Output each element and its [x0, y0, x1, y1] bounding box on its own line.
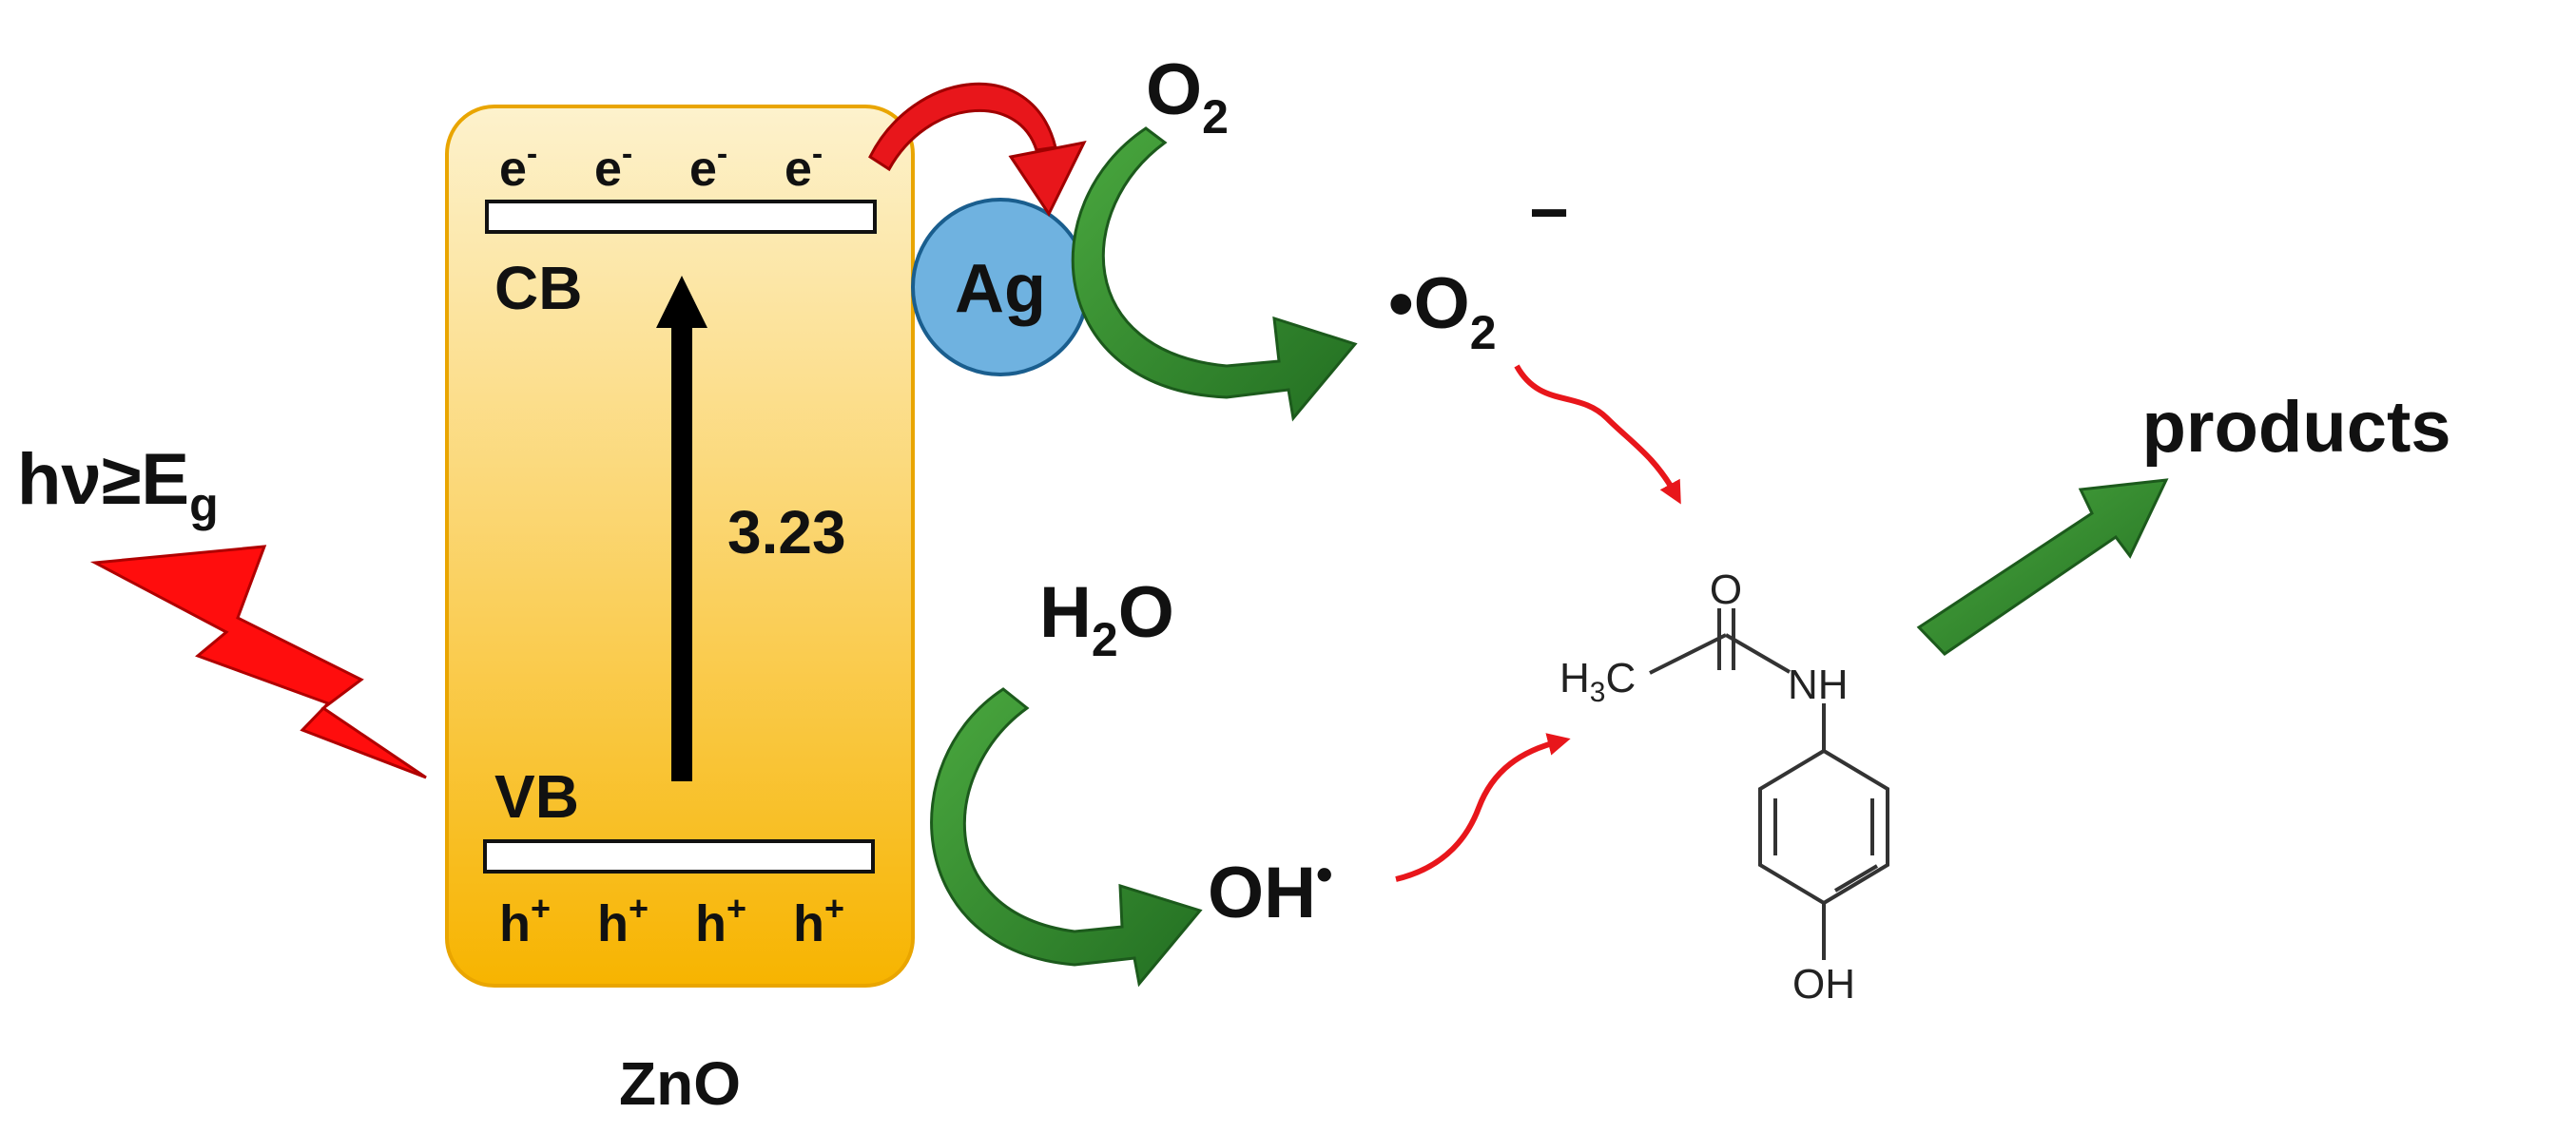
cb-label: CB — [494, 254, 582, 322]
electron-2: e- — [594, 136, 632, 197]
superoxide-attack-arrow — [1514, 364, 1681, 505]
conduction-band — [485, 200, 877, 234]
vb-label: VB — [494, 762, 579, 831]
water-oxidation-arrow — [930, 687, 1203, 988]
electron-1: e- — [499, 136, 537, 197]
amide-nh-label: NH — [1788, 662, 1849, 708]
hole-2: h+ — [597, 889, 649, 952]
electron-transfer-arrowhead — [1008, 140, 1087, 217]
water-label: H2O — [1039, 572, 1174, 666]
oxygen-reduction-arrow — [1071, 126, 1358, 422]
oxygen-label: O2 — [1146, 49, 1229, 144]
paracetamol-structure — [1649, 608, 1889, 960]
hole-4: h+ — [793, 889, 844, 952]
products-label: products — [2141, 387, 2450, 468]
carbonyl-oxygen-label: O — [1710, 566, 1742, 613]
photon-energy-label: hν≥Eg — [17, 439, 219, 531]
excitation-arrowhead — [656, 276, 707, 328]
hole-1: h+ — [499, 889, 551, 952]
valence-band — [483, 839, 875, 874]
methyl-label: H3C — [1559, 655, 1636, 708]
phenol-oh-label: OH — [1792, 961, 1855, 1008]
products-arrow — [1916, 478, 2169, 656]
lightning-bolt-icon — [89, 545, 427, 779]
hydroxyl-attack-arrow — [1395, 733, 1571, 882]
electron-3: e- — [689, 136, 727, 197]
zno-label: ZnO — [619, 1049, 741, 1118]
ag-label: Ag — [955, 251, 1046, 327]
hydroxyl-radical-label: OH• — [1208, 848, 1333, 933]
band-gap-value: 3.23 — [727, 498, 846, 566]
superoxide-label: •O2− — [1388, 175, 1569, 359]
electron-4: e- — [784, 136, 823, 197]
hole-3: h+ — [695, 889, 746, 952]
